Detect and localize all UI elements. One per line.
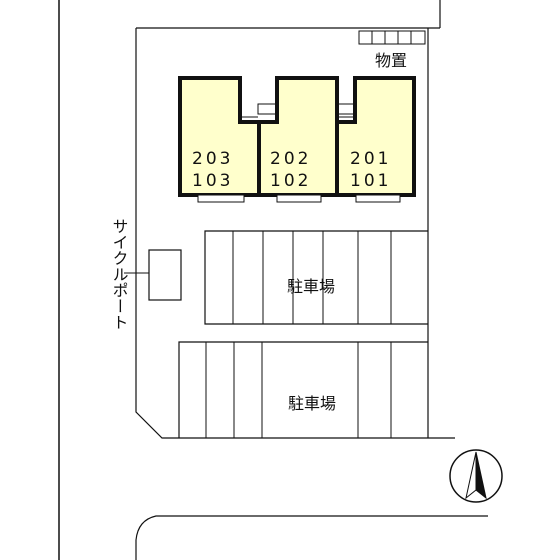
parking-lower bbox=[178, 341, 428, 438]
unit-201-101 bbox=[335, 76, 416, 197]
storage-label: 物置 bbox=[375, 51, 407, 70]
unit-label-103: 103 bbox=[192, 171, 233, 191]
parking-upper bbox=[204, 230, 428, 325]
unit-label-101: 101 bbox=[350, 171, 391, 191]
entrance-step-3 bbox=[355, 194, 401, 203]
lot-boundary bbox=[135, 0, 455, 439]
storage-shed bbox=[358, 30, 426, 45]
entrance-step-2 bbox=[276, 194, 322, 203]
unit-label-102: 102 bbox=[270, 171, 311, 191]
parking-label-upper: 駐車場 bbox=[287, 277, 335, 296]
unit-label-201: 201 bbox=[350, 149, 391, 169]
road-edge-bottom bbox=[135, 515, 488, 560]
cycle-port-label: サイクルポート bbox=[110, 218, 129, 330]
unit-label-202: 202 bbox=[270, 149, 311, 169]
cycle-port bbox=[148, 249, 182, 301]
north-arrow-icon bbox=[449, 449, 503, 503]
unit-label-203: 203 bbox=[192, 149, 233, 169]
entrance-step-1 bbox=[197, 194, 245, 203]
parking-label-lower: 駐車場 bbox=[288, 394, 336, 413]
